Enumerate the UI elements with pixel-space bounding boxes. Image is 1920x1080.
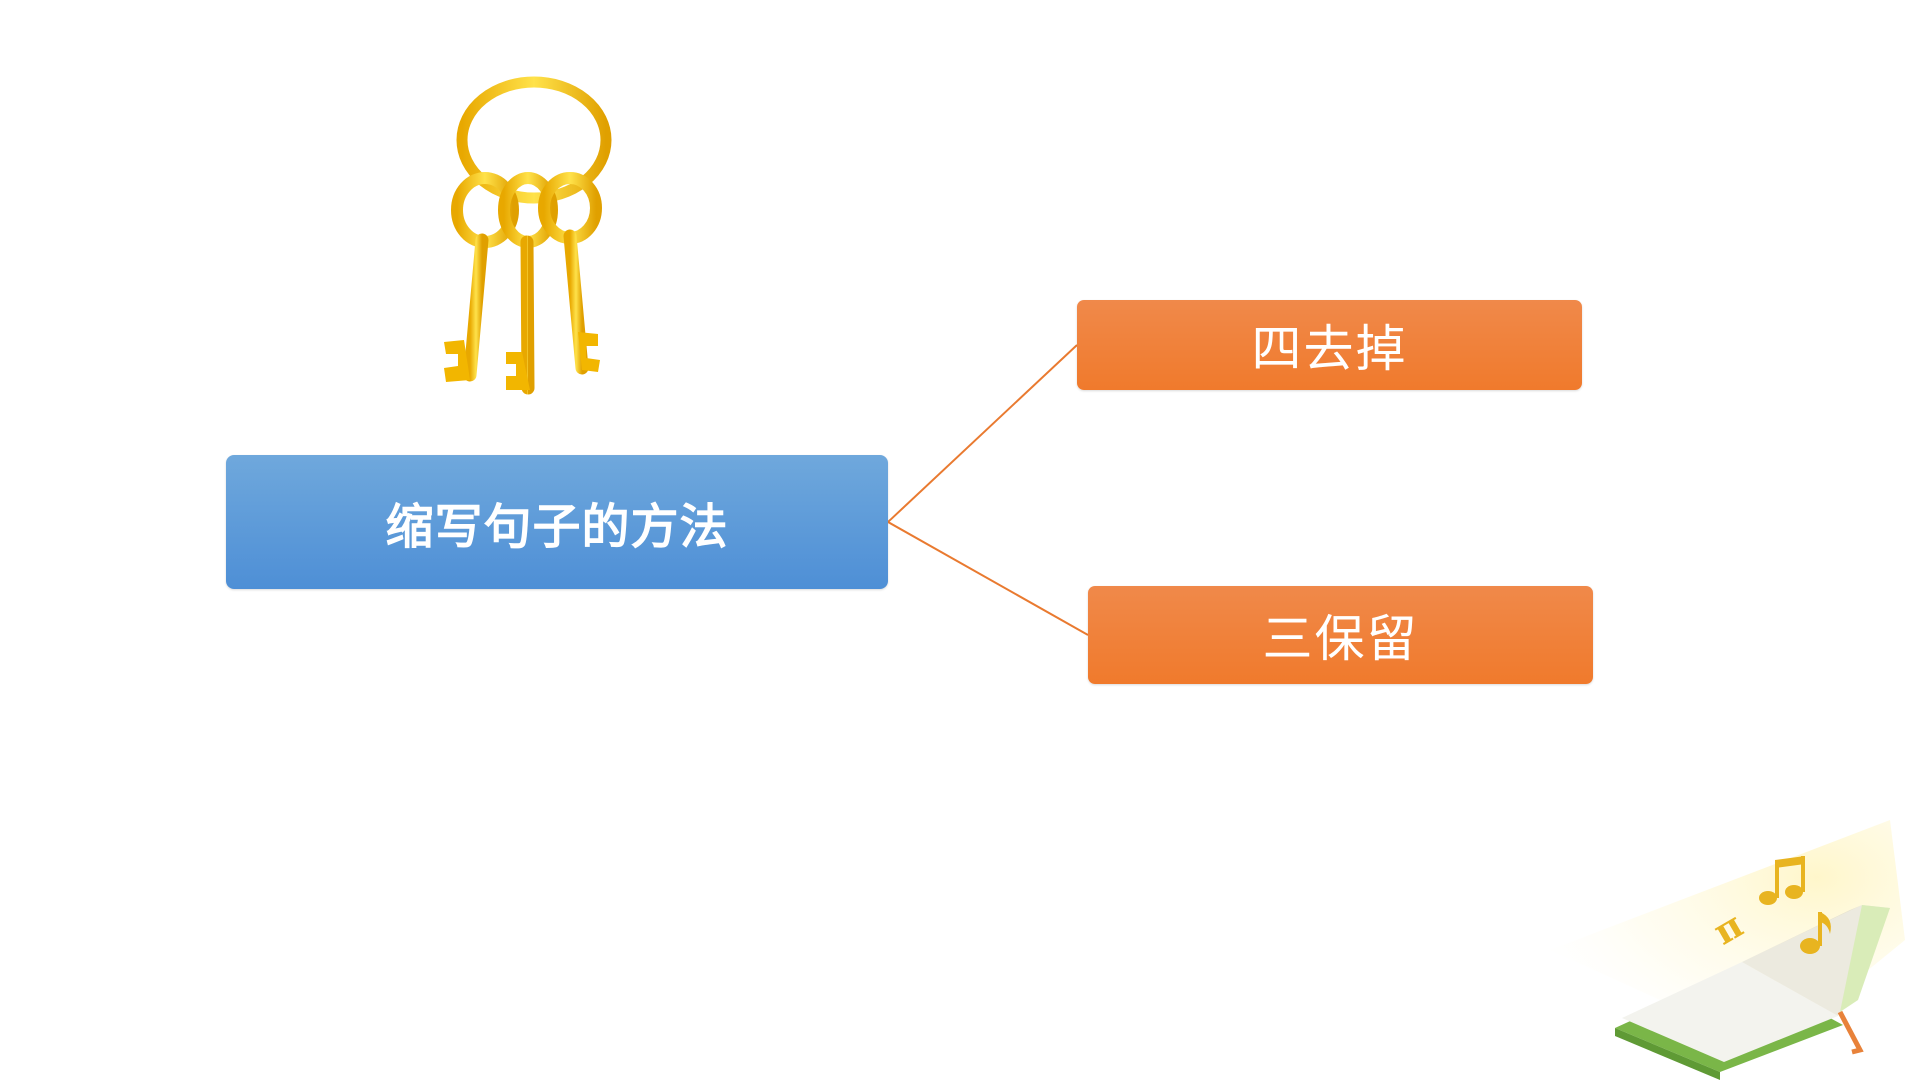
main-topic-box: 缩写句子的方法 (226, 455, 888, 589)
branch-label-remove: 四去掉 (1251, 320, 1408, 378)
connector-line-bottom (887, 521, 1089, 636)
branch-label-keep: 三保留 (1262, 610, 1419, 668)
branch-box-keep: 三保留 (1088, 586, 1593, 684)
branch-box-remove: 四去掉 (1077, 300, 1582, 390)
connector-line-top (887, 344, 1078, 523)
keys-icon (444, 76, 612, 395)
book-music-icon: π (1550, 820, 1905, 1080)
main-topic-label: 缩写句子的方法 (385, 499, 729, 555)
